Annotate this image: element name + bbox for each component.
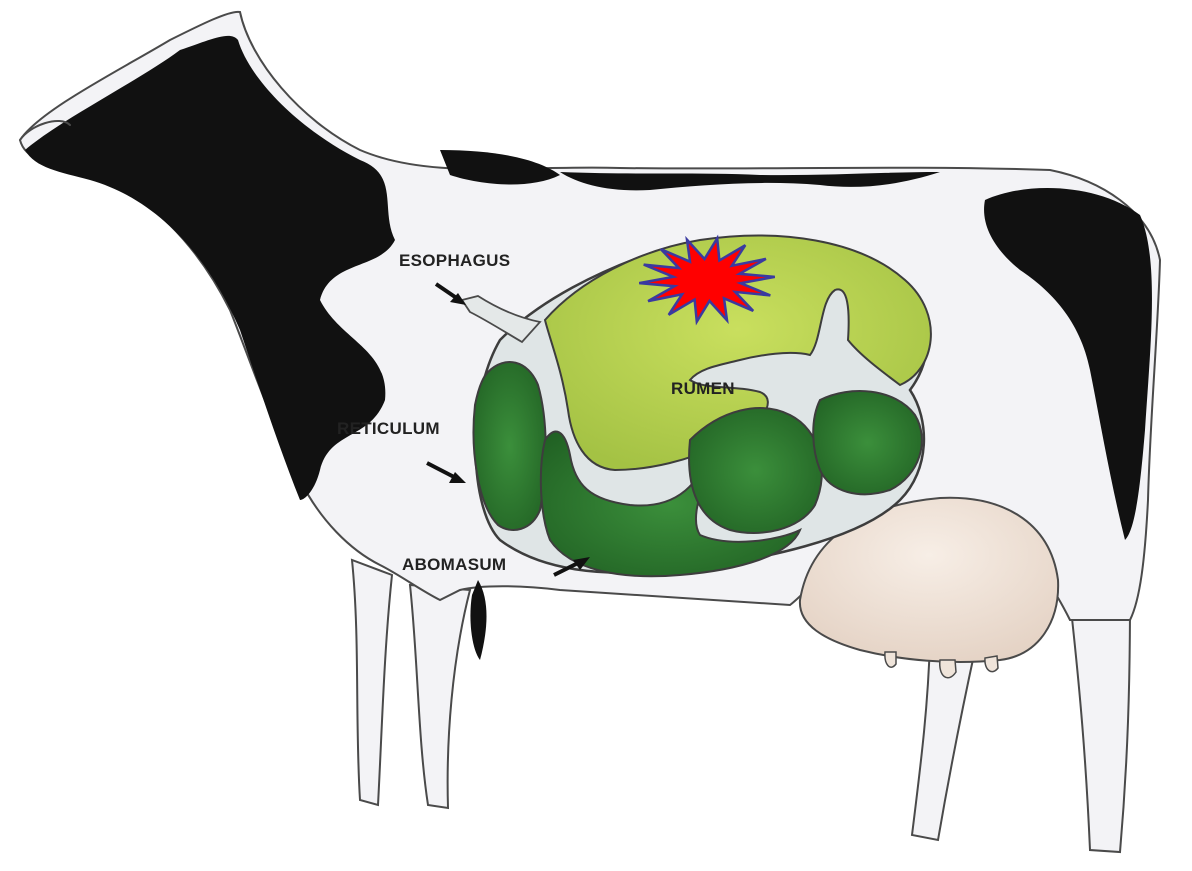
hind-leg-right [1070,600,1130,852]
teat-1 [885,652,896,667]
reticulum [474,362,546,530]
front-leg-right [410,585,470,808]
label-reticulum: RETICULUM [337,419,440,438]
leg-patch [470,580,486,660]
teat-2 [940,660,956,678]
label-esophagus: ESOPHAGUS [399,251,510,270]
omasum-lobe [689,408,822,533]
rumen-ventral-sac [813,391,922,494]
teat-3 [985,656,998,672]
label-rumen: RUMEN [671,379,735,398]
front-leg-left [352,560,392,805]
label-abomasum: ABOMASUM [402,555,506,574]
